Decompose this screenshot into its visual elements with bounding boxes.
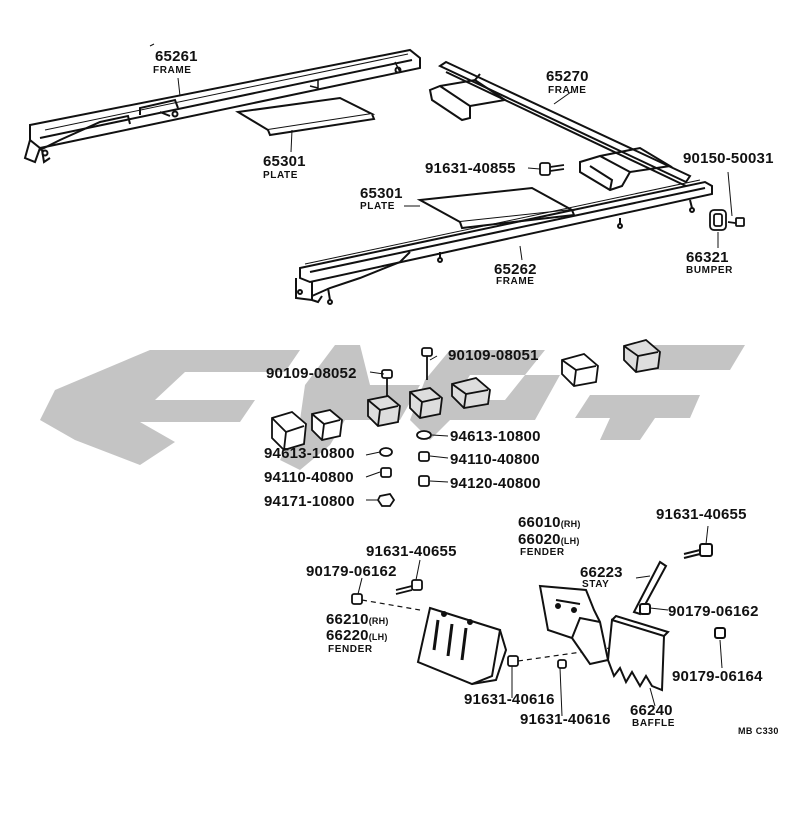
part-number-65301-lower: 65301 [360, 185, 403, 202]
part-number-90109-08051: 90109-08051 [448, 347, 539, 364]
part-number-65262: 65262 [494, 261, 537, 278]
part-suffix-66010: (RH) [560, 519, 581, 529]
diagram-reference-code: MB C330 [738, 726, 779, 736]
frame-65270-drawing [428, 60, 692, 192]
part-number-91631-40855: 91631-40855 [425, 160, 516, 177]
part-number-91631-40616-left: 91631-40616 [464, 691, 555, 708]
part-number-90179-06162-left: 90179-06162 [306, 563, 397, 580]
part-name-66220: FENDER [328, 644, 373, 655]
part-suffix-66220: (LH) [368, 632, 388, 642]
part-number-90179-06164: 90179-06164 [672, 668, 763, 685]
part-number-94110-40800-right: 94110-40800 [450, 451, 540, 468]
baffle-66240-drawing [606, 614, 670, 692]
part-number-94120-40800: 94120-40800 [450, 475, 541, 492]
part-name-65301-lower: PLATE [360, 201, 396, 212]
part-number-91631-40616-right: 91631-40616 [520, 711, 611, 728]
part-name-66321: BUMPER [686, 265, 733, 276]
fender-66010-drawing [538, 584, 610, 666]
part-number-94613-10800-left: 94613-10800 [264, 445, 355, 462]
part-suffix-66020: (LH) [560, 536, 580, 546]
part-name-66223: STAY [582, 579, 610, 590]
part-number-91631-40655-right: 91631-40655 [656, 506, 747, 523]
frame-65261-drawing [23, 48, 421, 164]
rubber-pad-drawings [271, 339, 661, 452]
part-number-66240: 66240 [630, 702, 673, 719]
frame-65262-drawing [295, 179, 713, 305]
part-number-94613-10800-right: 94613-10800 [450, 428, 541, 445]
part-number-90109-08052: 90109-08052 [266, 365, 357, 382]
part-number-66210: 66210(RH) [326, 612, 389, 627]
part-number-65261: 65261 [155, 48, 198, 65]
part-number-66020: 66020(LH) [518, 532, 580, 547]
fender-fastener-drawings [351, 579, 611, 669]
fender-66210-drawing [416, 606, 508, 686]
stay-66223-drawing [632, 543, 726, 639]
part-number-66220: 66220(LH) [326, 628, 388, 643]
part-number-65270: 65270 [546, 68, 589, 85]
part-number-66020-value: 66020 [518, 531, 561, 548]
brand-logo-watermark [40, 345, 745, 470]
part-number-66010: 66010(RH) [518, 515, 581, 530]
leader-lines [149, 43, 733, 717]
part-number-66210-value: 66210 [326, 611, 369, 628]
part-number-90150-50031: 90150-50031 [683, 150, 774, 167]
part-name-66240: BAFFLE [632, 718, 676, 729]
bumper-66321-drawing [709, 209, 745, 231]
part-name-65270: FRAME [548, 85, 587, 96]
part-suffix-66210: (RH) [368, 616, 389, 626]
part-number-90179-06162-right: 90179-06162 [668, 603, 759, 620]
part-number-91631-40655-left: 91631-40655 [366, 543, 457, 560]
plate-65301-lower-drawing [416, 186, 576, 230]
part-name-65261: FRAME [153, 65, 192, 76]
bolt-91631-40855-drawing [539, 162, 565, 176]
part-number-94110-40800-left: 94110-40800 [264, 469, 354, 486]
plate-65301-upper-drawing [235, 96, 376, 137]
part-name-65262: FRAME [496, 276, 535, 287]
part-number-66010-value: 66010 [518, 514, 561, 531]
part-number-66223: 66223 [580, 564, 623, 581]
part-number-94171-10800: 94171-10800 [264, 493, 355, 510]
part-number-66220-value: 66220 [326, 627, 369, 644]
part-name-65301-upper: PLATE [263, 170, 299, 181]
washer-nut-drawings [376, 430, 432, 507]
part-name-66020: FENDER [520, 547, 565, 558]
part-number-65301-upper: 65301 [263, 153, 306, 170]
part-number-66321: 66321 [686, 249, 729, 266]
